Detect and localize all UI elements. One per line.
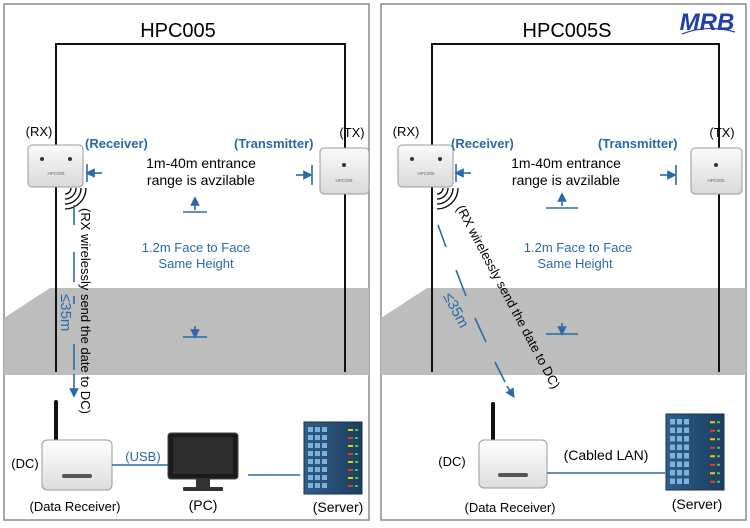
left-door-frame [55,43,346,372]
right-rx-body [397,144,454,188]
left-floor [4,288,369,375]
right-title: HPC005S [523,20,612,42]
right-server-rack-icon [665,413,725,491]
right-floor [381,288,746,375]
left-transmitter-label: (Transmitter) [234,136,313,151]
right-rx-sensor-1 [410,157,414,161]
left-data-receiver-label: (Data Receiver) [29,499,120,514]
left-dc-device [41,400,113,491]
right-tx-device: HPC005 [690,147,743,195]
right-tx-label: (TX) [709,125,734,140]
right-receiver-label: (Receiver) [451,136,514,151]
left-server-label: (Server) [313,499,364,515]
right-wireless-waves-icon [436,187,459,210]
right-dc-slot [498,473,528,477]
right-tx-sensor [714,163,718,167]
left-receiver-label: (Receiver) [85,136,148,151]
right-server-label: (Server) [672,496,723,512]
right-tx-device-text: HPC005 [707,178,725,183]
left-tx-device-text: HPC005 [335,178,353,183]
right-door-frame [431,43,720,372]
right-transmitter-label: (Transmitter) [598,136,677,151]
right-rx-sensor-2 [438,157,442,161]
left-range-line2: range is avzilable [147,172,255,188]
left-rx-device: HPC005 [27,144,84,188]
left-dc-slot [62,474,92,478]
right-rx-label: (RX) [393,124,420,139]
left-wireless-waves-icon [64,187,87,210]
right-range-line1: 1m-40m entrance [511,155,621,171]
left-range-markers [85,164,313,339]
right-dc-device [478,402,548,489]
left-rx-device-text: HPC005 [47,171,65,176]
right-dc-body [478,439,548,489]
left-panel: HPC005 HPC005 (RX) (Receiver) HPC005 (TX… [3,3,370,521]
right-dc-label: (DC) [438,454,465,469]
left-usb-label: (USB) [125,449,160,464]
left-tx-label: (TX) [339,125,364,140]
left-face-line2: Same Height [158,256,234,271]
left-tx-sensor [342,163,346,167]
right-dc-antenna-icon [491,402,495,444]
left-title: HPC005 [140,20,216,42]
left-distance: ≤35m [57,294,74,331]
left-dc-antenna-icon [54,400,58,444]
left-rx-label: (RX) [26,124,53,139]
right-face-line2: Same Height [537,256,613,271]
left-server-rack-icon [303,421,363,495]
right-range-line2: range is avzilable [512,172,620,188]
left-rx-sensor-2 [68,157,72,161]
left-tx-device: HPC005 [319,147,370,195]
left-pc-monitor-icon [167,432,239,491]
left-dc-label: (DC) [11,456,38,471]
right-face-line1: 1.2m Face to Face [524,240,632,255]
right-transmission-line [437,224,515,399]
right-panel: HPC005S MRB HPC005 (RX) (Receiver) HPC00… [380,3,747,521]
right-lan-label: (Cabled LAN) [564,447,649,463]
right-rx-device: HPC005 [397,144,454,188]
left-rx-sensor-1 [40,157,44,161]
mrb-logo: MRB [680,9,736,36]
left-tx-body [319,147,370,195]
left-pc-label: (PC) [189,497,218,513]
left-dc-body [41,439,113,491]
left-range-line1: 1m-40m entrance [146,155,256,171]
right-tx-body [690,147,743,195]
left-wireless-text: (RX wirelessly send the date to DC) [78,208,93,414]
left-face-line1: 1.2m Face to Face [142,240,250,255]
right-data-receiver-label: (Data Receiver) [464,500,555,515]
left-rx-body [27,144,84,188]
right-rx-device-text: HPC005 [417,171,435,176]
right-range-markers [454,164,677,336]
